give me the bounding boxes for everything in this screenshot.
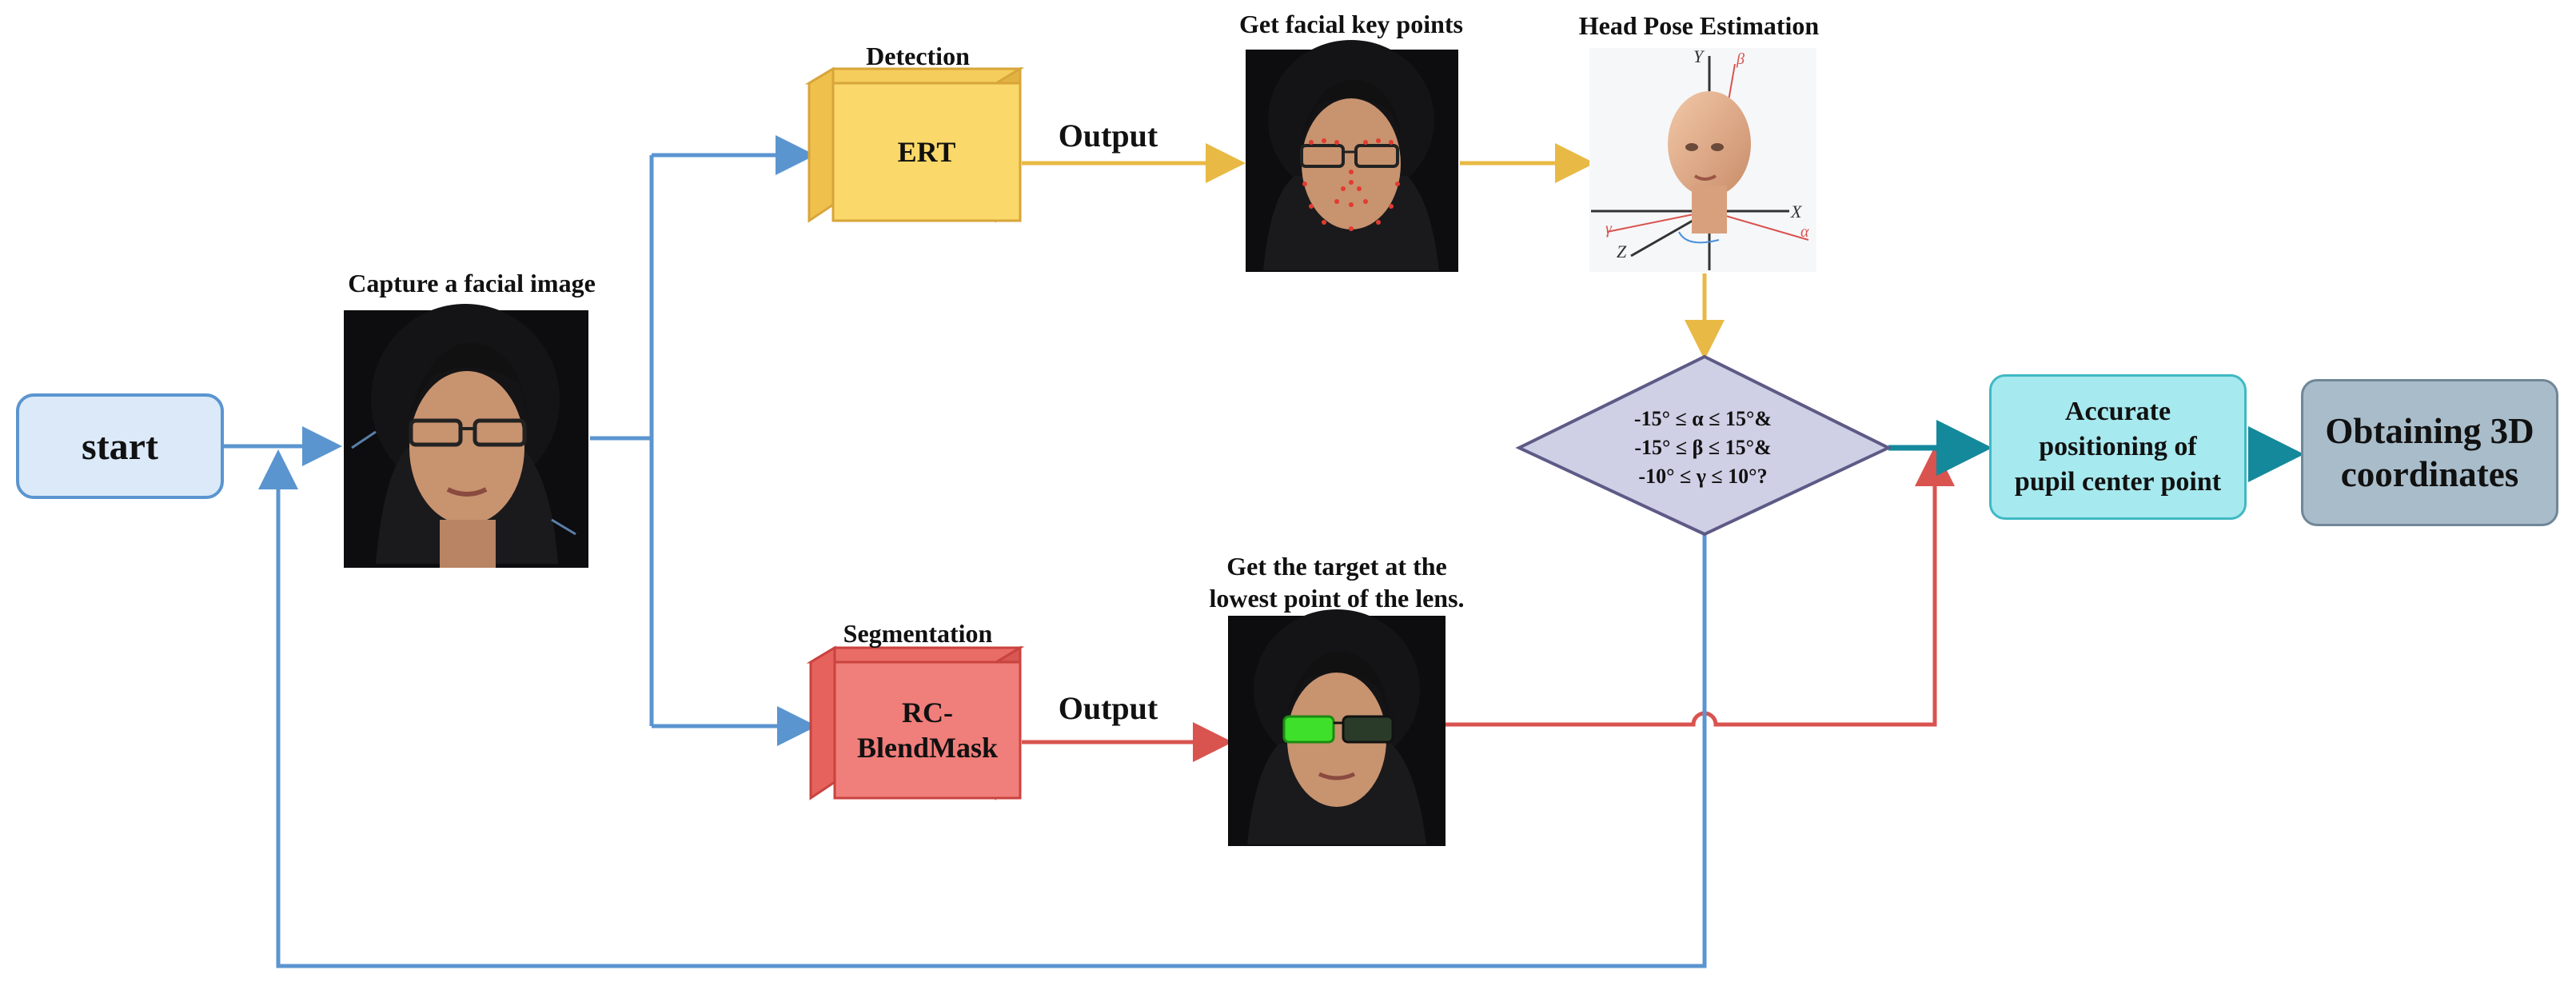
rc-blendmask-label-line1: RC- xyxy=(902,697,953,729)
accurate-line1: Accurate xyxy=(2064,397,2171,426)
head-pose-figure: X Y Z α β γ xyxy=(1589,46,1816,272)
captured-face-photo xyxy=(344,304,588,568)
accurate-line3: pupil center point xyxy=(2014,467,2222,497)
label-head-pose-estimation: Head Pose Estimation xyxy=(1578,11,1820,40)
lens-target-photo xyxy=(1228,609,1446,846)
start-label: start xyxy=(82,425,158,468)
accurate-line2: positioning of xyxy=(2039,432,2197,461)
axis-label-x: X xyxy=(1790,202,1803,222)
angle-label-beta: β xyxy=(1736,50,1745,68)
axis-label-y: Y xyxy=(1693,46,1705,66)
keypoints-face-photo xyxy=(1246,40,1458,272)
rc-blendmask-node: RC- BlendMask xyxy=(835,662,1020,798)
ert-cube xyxy=(804,66,1025,223)
label-segmentation: Segmentation xyxy=(843,619,993,648)
arrow-condition-feedback-to-start xyxy=(258,449,1707,968)
label-output-bottom: Output xyxy=(1058,690,1158,726)
label-get-facial-key-points: Get facial key points xyxy=(1239,10,1463,38)
ert-label: ERT xyxy=(897,136,956,168)
condition-line3: -10° ≤ γ ≤ 10°? xyxy=(1638,465,1768,488)
angle-label-alpha: α xyxy=(1800,223,1809,241)
obtain-line2: coordinates xyxy=(2340,454,2519,494)
label-detection: Detection xyxy=(866,42,970,70)
angle-label-gamma: γ xyxy=(1605,220,1613,238)
obtain-line1: Obtaining 3D xyxy=(2325,411,2534,451)
label-target-line2: lowest point of the lens. xyxy=(1209,584,1465,613)
rc-blendmask-label-line2: BlendMask xyxy=(856,732,999,764)
rc-blendmask-cube xyxy=(806,645,1025,800)
obtaining-3d-coordinates-node: Obtaining 3D coordinates xyxy=(2301,379,2558,526)
label-target-line1: Get the target at the xyxy=(1226,552,1447,581)
label-output-top: Output xyxy=(1058,118,1158,154)
ert-node: ERT xyxy=(833,83,1020,221)
axis-label-z: Z xyxy=(1617,242,1627,261)
label-capture-facial-image: Capture a facial image xyxy=(348,269,596,297)
condition-line1: -15° ≤ α ≤ 15°& xyxy=(1633,407,1772,430)
condition-diamond xyxy=(1515,354,1892,537)
accurate-positioning-node: Accurate positioning of pupil center poi… xyxy=(1989,374,2247,520)
condition-text: -15° ≤ α ≤ 15°& -15° ≤ β ≤ 15°& -10° ≤ γ… xyxy=(1519,368,1887,528)
condition-line2: -15° ≤ β ≤ 15°& xyxy=(1634,436,1772,459)
start-node: start xyxy=(16,393,224,499)
